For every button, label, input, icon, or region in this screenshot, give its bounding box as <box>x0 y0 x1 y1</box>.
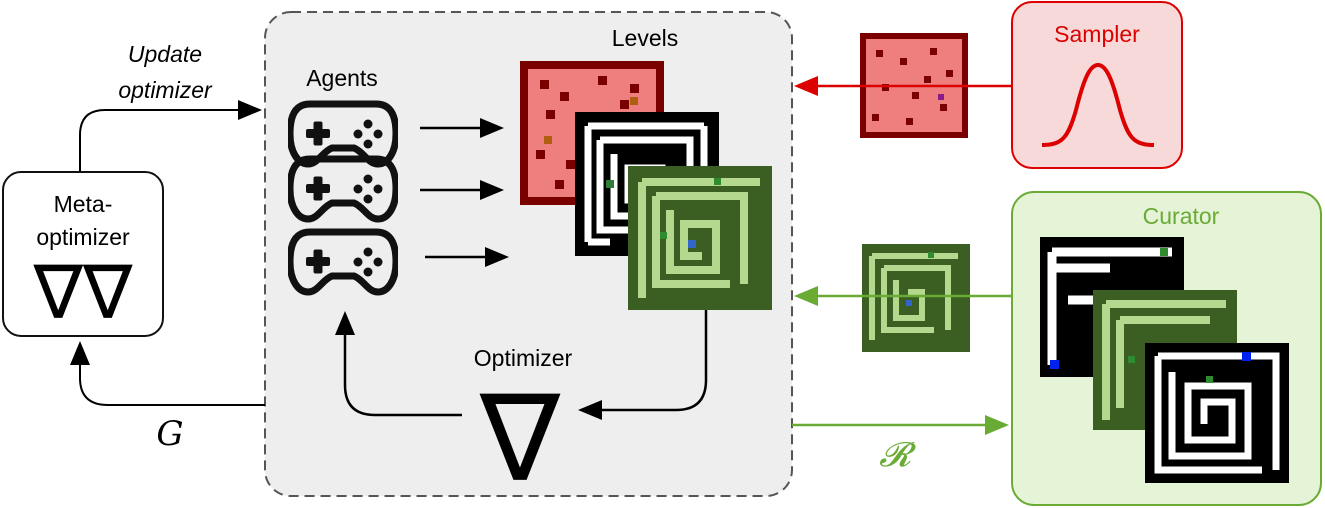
optimizer-label: Optimizer <box>474 345 573 371</box>
curator-label: Curator <box>1143 203 1220 229</box>
g-label: G <box>156 414 183 454</box>
agents-label: Agents <box>306 65 378 91</box>
double-nabla-icon: ∇∇ <box>32 250 133 336</box>
meta-optimizer-label-line2: optimizer <box>36 224 130 250</box>
update-label-line1: Update <box>128 41 202 67</box>
meta-optimizer-box: Meta- optimizer ∇∇ <box>2 171 164 337</box>
update-optimizer-arrow <box>79 100 262 172</box>
curated-level <box>1145 343 1289 483</box>
sampler-label: Sampler <box>1054 21 1140 47</box>
update-label-line2: optimizer <box>118 77 213 103</box>
level-maze-green <box>628 166 772 310</box>
meta-optimizer-label-line1: Meta- <box>54 191 113 217</box>
sampler-box: Sampler <box>1011 1 1183 169</box>
curated-level-thumbnail <box>862 244 970 352</box>
optimizer-to-agents-arrow <box>335 311 462 417</box>
nabla-icon: ∇ <box>479 370 561 508</box>
levels-to-optimizer-arrow <box>578 310 708 420</box>
levels-label: Levels <box>612 25 678 51</box>
gaussian-curve-icon <box>1041 62 1155 147</box>
curator-box: Curator <box>1011 191 1322 506</box>
g-return-arrow <box>70 341 265 406</box>
r-label: 𝓡 <box>879 435 917 475</box>
